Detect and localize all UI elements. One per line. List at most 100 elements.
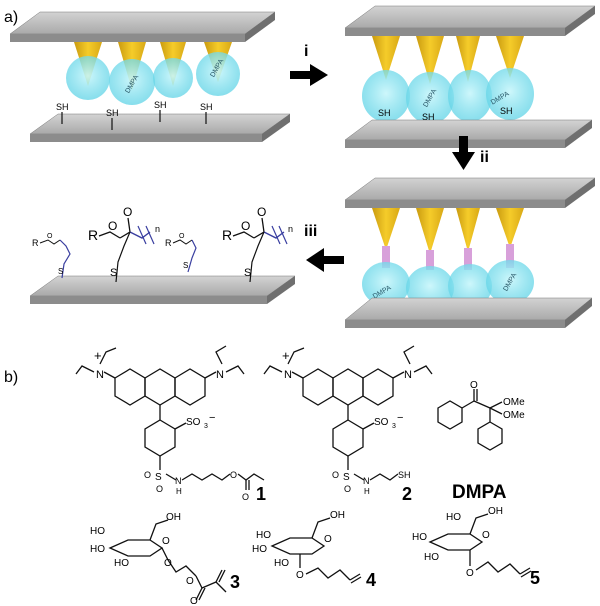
step-arrow-ii: ii xyxy=(452,136,489,170)
ink-droplet xyxy=(153,58,193,98)
compound-2-structure xyxy=(263,345,433,481)
svg-text:O: O xyxy=(324,534,332,545)
svg-text:O: O xyxy=(242,492,249,502)
svg-text:HO: HO xyxy=(274,558,289,569)
dmpa-labels: O OMe OMe xyxy=(470,380,525,421)
svg-text:O: O xyxy=(162,536,170,547)
dmpa-name: DMPA xyxy=(452,482,507,503)
svg-text:O: O xyxy=(190,596,198,606)
compound-4-structure xyxy=(270,517,362,584)
svg-text:OH: OH xyxy=(330,510,345,521)
svg-text:−: − xyxy=(209,412,215,424)
compound-5-labels: HO HO HO OH O O xyxy=(412,506,503,579)
svg-text:OMe: OMe xyxy=(503,410,525,421)
svg-text:O: O xyxy=(186,576,194,587)
svg-text:S: S xyxy=(343,472,350,483)
thiol-label: SH xyxy=(106,108,119,118)
top-plate-side xyxy=(10,34,245,42)
svg-text:n: n xyxy=(288,224,293,234)
scene-2: DMPA DMPA SH SH SH xyxy=(344,5,596,148)
compound-5-number: 5 xyxy=(530,568,540,588)
thiol-label: SH xyxy=(200,102,213,112)
svg-text:R: R xyxy=(165,238,172,248)
step-label-i: i xyxy=(304,43,308,60)
svg-text:N: N xyxy=(96,369,104,381)
svg-text:R: R xyxy=(88,227,98,243)
svg-text:O: O xyxy=(482,530,490,541)
svg-text:+: + xyxy=(94,348,102,363)
ink-droplet xyxy=(66,56,110,100)
svg-text:R: R xyxy=(222,227,232,243)
svg-text:R: R xyxy=(32,238,39,248)
svg-text:SO: SO xyxy=(374,417,389,428)
compound-3-structure xyxy=(108,519,227,601)
svg-text:O: O xyxy=(179,233,185,240)
svg-text:O: O xyxy=(108,219,117,233)
svg-text:HO: HO xyxy=(252,544,267,555)
compound-2-labels: + N N SO 3 − O S O N H SH xyxy=(282,348,412,496)
dmpa-structure xyxy=(437,389,503,451)
svg-text:HO: HO xyxy=(90,526,105,537)
step-arrow-iii: iii xyxy=(304,223,344,272)
svg-text:O: O xyxy=(123,205,132,219)
compound-5-structure xyxy=(428,513,532,578)
svg-text:OMe: OMe xyxy=(503,397,525,408)
svg-text:−: − xyxy=(397,412,403,424)
svg-text:O: O xyxy=(230,470,237,480)
svg-text:+: + xyxy=(282,348,290,363)
svg-text:n: n xyxy=(155,224,160,234)
compound-1-labels: + N N SO 3 − O S O N H O O xyxy=(94,348,249,502)
svg-text:O: O xyxy=(241,219,250,233)
svg-text:N: N xyxy=(284,369,292,381)
step-label-ii: ii xyxy=(480,149,489,166)
panel-b-label: b) xyxy=(4,369,18,386)
svg-text:N: N xyxy=(363,476,370,486)
svg-text:HO: HO xyxy=(90,544,105,555)
thiol-label: SH xyxy=(56,102,69,112)
compound-4-labels: HO HO HO OH O O xyxy=(252,510,345,581)
polymer-brush xyxy=(464,248,472,270)
svg-text:N: N xyxy=(216,369,224,381)
step-arrow-i: i xyxy=(290,43,328,86)
scene-3: DMPA DMPA xyxy=(344,177,596,328)
svg-text:N: N xyxy=(175,476,182,486)
svg-text:S: S xyxy=(183,261,188,270)
panel-a-label: a) xyxy=(4,9,18,26)
svg-text:O: O xyxy=(144,470,151,480)
svg-text:3: 3 xyxy=(204,423,208,430)
scene-1: DMPA DMPA SH SH SH SH xyxy=(9,11,291,142)
svg-text:SH: SH xyxy=(378,108,391,118)
compound-4-number: 4 xyxy=(366,570,376,590)
ink-droplet xyxy=(109,59,155,105)
patterned-substrate xyxy=(29,275,296,297)
svg-text:H: H xyxy=(176,487,182,496)
svg-text:O: O xyxy=(332,470,339,480)
svg-text:O: O xyxy=(296,570,304,581)
thiol-label: SH xyxy=(154,100,167,110)
compound-3-number: 3 xyxy=(230,572,240,592)
svg-text:OH: OH xyxy=(166,512,181,523)
svg-text:SH: SH xyxy=(422,112,435,122)
svg-text:S: S xyxy=(110,267,117,279)
svg-text:O: O xyxy=(164,558,172,569)
svg-text:O: O xyxy=(156,484,163,494)
step-label-iii: iii xyxy=(304,223,317,240)
svg-text:O: O xyxy=(466,568,474,579)
svg-text:HO: HO xyxy=(412,532,427,543)
svg-text:S: S xyxy=(58,267,63,276)
polymer-brush xyxy=(426,250,434,270)
svg-text:HO: HO xyxy=(446,512,461,523)
svg-text:O: O xyxy=(344,484,351,494)
scene-4: R O S R O O n S R O S R O O n S xyxy=(29,205,296,304)
ink-droplet xyxy=(196,52,240,96)
svg-text:O: O xyxy=(257,205,266,219)
compound-3-labels: HO HO HO OH O O O O xyxy=(90,512,198,606)
svg-text:S: S xyxy=(155,472,162,483)
svg-text:HO: HO xyxy=(424,552,439,563)
compound-1-number: 1 xyxy=(256,484,266,504)
svg-text:HO: HO xyxy=(256,530,271,541)
svg-text:OH: OH xyxy=(488,506,503,517)
svg-text:H: H xyxy=(364,487,370,496)
compound-2-number: 2 xyxy=(402,484,412,504)
